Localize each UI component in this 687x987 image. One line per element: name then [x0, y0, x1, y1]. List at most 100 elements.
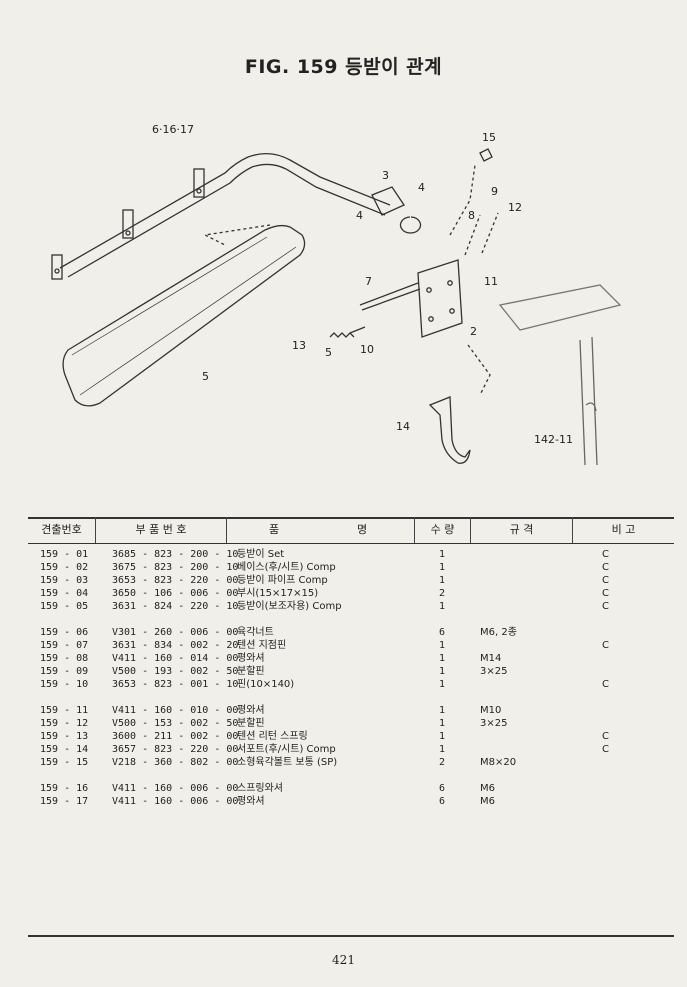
table-header-rule: [28, 543, 674, 544]
cell-part: 3675 - 823 - 200 - 10: [112, 562, 239, 573]
cell-note: C: [602, 588, 609, 599]
callout-9: 9: [491, 185, 498, 198]
backrest-pipe: [59, 153, 391, 269]
cell-spec: M6, 2종: [480, 627, 517, 638]
callout-5a: 5: [325, 346, 332, 359]
cell-name: 평와셔: [237, 705, 265, 716]
callout-4a: 4: [418, 181, 425, 194]
callout-5b: 5: [202, 370, 209, 383]
cell-part: V500 - 193 - 002 - 50: [112, 666, 239, 677]
callout-15: 15: [482, 131, 496, 144]
cell-part: 3653 - 823 - 220 - 00: [112, 575, 239, 586]
page-title: FIG. 159 등받이 관계: [244, 56, 443, 78]
cell-name: 평와셔: [237, 653, 265, 664]
cell-note: C: [602, 549, 609, 560]
cell-qty: 6: [439, 796, 446, 807]
cell-no: 159 - 17: [40, 796, 89, 807]
cell-name: 등받이 파이프 Comp: [237, 575, 328, 586]
callout-12: 12: [508, 201, 522, 214]
callout-4b: 4: [356, 209, 363, 222]
backrest-cushion: [62, 224, 306, 407]
cell-part: 3653 - 823 - 001 - 10: [112, 679, 239, 690]
header-part: 부 품 번 호: [135, 523, 187, 536]
header-note: 비 고: [611, 523, 636, 536]
cell-part: 3631 - 834 - 002 - 20: [112, 640, 239, 651]
parts-diagram-drawing: [51, 148, 622, 466]
cell-no: 159 - 10: [40, 679, 89, 690]
cell-note: C: [602, 575, 609, 586]
table-bottom-rule: [28, 935, 674, 937]
cell-name: 베이스(후/시트) Comp: [237, 562, 336, 573]
header-spec: 규 격: [509, 523, 534, 536]
cell-part: V411 - 160 - 006 - 00: [112, 783, 239, 794]
cell-no: 159 - 15: [40, 757, 89, 768]
cell-note: C: [602, 679, 609, 690]
cell-part: V218 - 360 - 802 - 00: [112, 757, 239, 768]
cell-part: V411 - 160 - 010 - 00: [112, 705, 239, 716]
callout-6-16-17: 6·16·17: [152, 123, 194, 136]
cell-qty: 1: [439, 666, 446, 677]
callout-3: 3: [382, 169, 389, 182]
col-divider: [95, 517, 96, 543]
cell-name: 분할핀: [237, 718, 265, 729]
cell-spec: M10: [480, 705, 502, 716]
cell-part: 3631 - 824 - 220 - 10: [112, 601, 239, 612]
header-no: 견출번호: [41, 523, 82, 536]
cell-name: 분할핀: [237, 666, 265, 677]
cell-name: 서포트(후/시트) Comp: [237, 744, 336, 755]
cell-spec: 3×25: [480, 666, 508, 677]
cell-no: 159 - 16: [40, 783, 89, 794]
cell-no: 159 - 04: [40, 588, 89, 599]
callout-8: 8: [468, 209, 475, 222]
callout-7: 7: [365, 275, 372, 288]
callout-11: 11: [484, 275, 498, 288]
cell-part: 3657 - 823 - 220 - 00: [112, 744, 239, 755]
cell-part: V301 - 260 - 006 - 00: [112, 627, 239, 638]
header-name-b: 명: [356, 523, 368, 536]
cell-no: 159 - 11: [40, 705, 89, 716]
cell-spec: M8×20: [480, 757, 517, 768]
cell-qty: 2: [439, 588, 446, 599]
cell-qty: 1: [439, 549, 446, 560]
parts-diagram: 6·16·17 15 3 4 4 9 8 12 11 7 2 13 5 10 5…: [20, 105, 660, 490]
cell-name: 평와셔: [237, 796, 265, 807]
cell-qty: 1: [439, 562, 446, 573]
cell-name: 등받이(보조자용) Comp: [237, 601, 342, 612]
cell-no: 159 - 05: [40, 601, 89, 612]
cell-name: 핀(10×140): [237, 679, 295, 690]
cell-no: 159 - 01: [40, 549, 89, 560]
cell-qty: 2: [439, 757, 446, 768]
cell-qty: 6: [439, 627, 446, 638]
cell-part: 3650 - 106 - 006 - 00: [112, 588, 239, 599]
cell-no: 159 - 06: [40, 627, 89, 638]
cell-qty: 1: [439, 705, 446, 716]
support-bracket: [428, 396, 471, 464]
cell-qty: 1: [439, 601, 446, 612]
cell-no: 159 - 03: [40, 575, 89, 586]
callout-10: 10: [360, 343, 374, 356]
callout-14: 14: [396, 420, 410, 433]
cell-part: 3600 - 211 - 002 - 00: [112, 731, 239, 742]
col-divider: [226, 517, 227, 543]
cell-part: V411 - 160 - 014 - 00: [112, 653, 239, 664]
cell-qty: 1: [439, 718, 446, 729]
cell-spec: M14: [480, 653, 502, 664]
header-name-a: 품: [268, 523, 280, 536]
cell-name: 텐션 지점핀: [237, 640, 287, 651]
header-qty: 수 량: [430, 523, 455, 536]
base-plate: [417, 259, 463, 338]
cell-no: 159 - 13: [40, 731, 89, 742]
cell-qty: 1: [439, 653, 446, 664]
callout-142-11: 142-11: [534, 433, 573, 446]
